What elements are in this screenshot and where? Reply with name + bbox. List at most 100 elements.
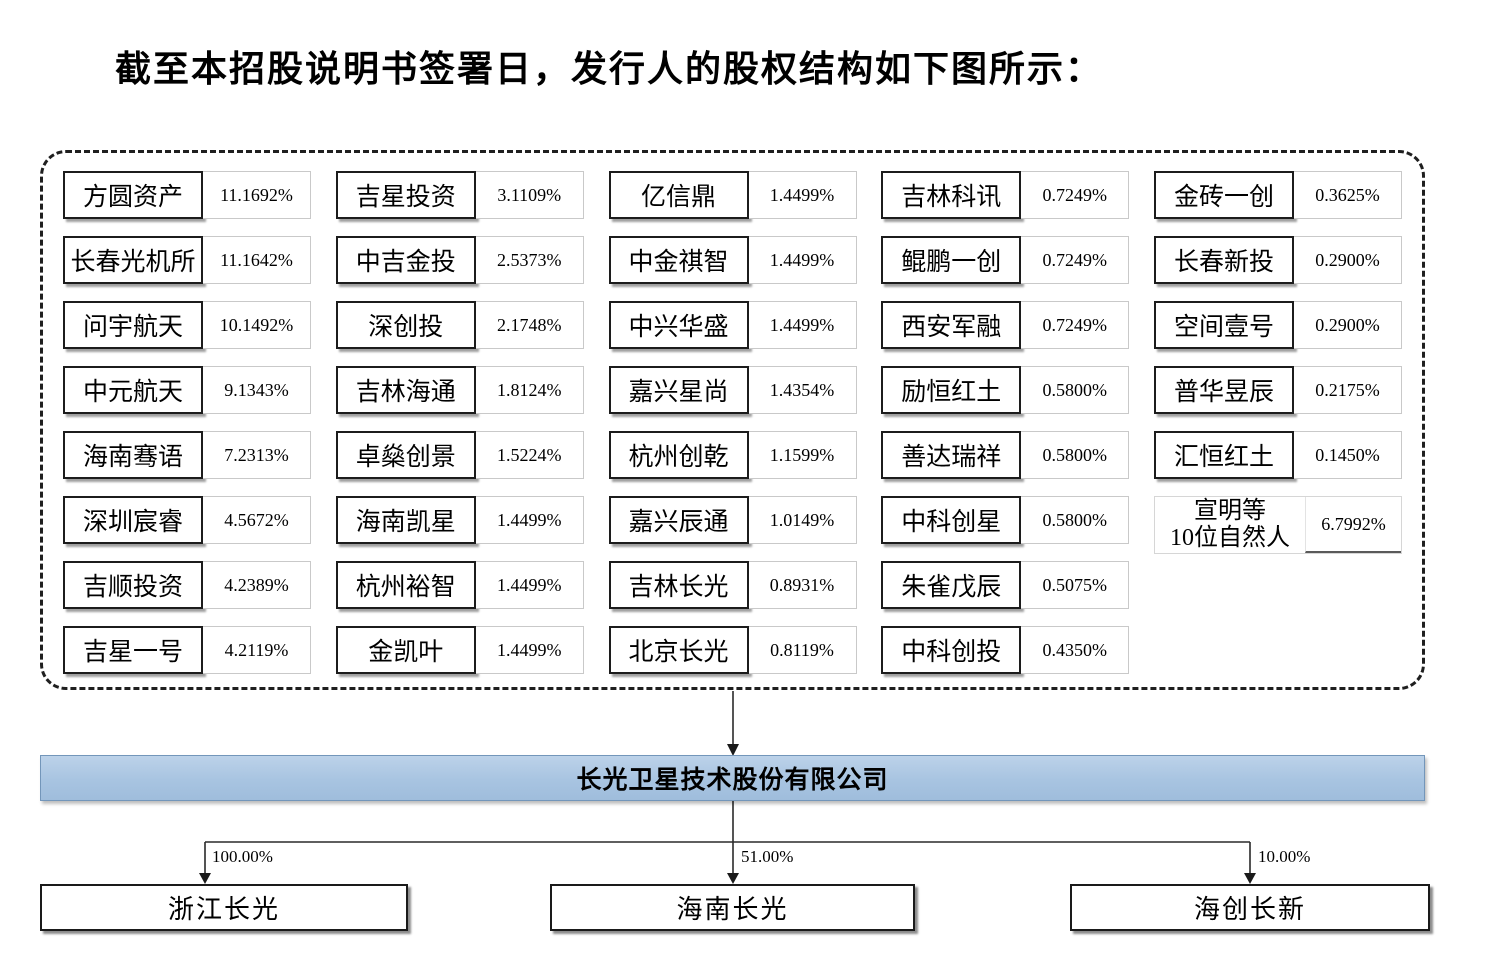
shareholder-pct: 1.4499%	[748, 301, 857, 349]
shareholder-name: 嘉兴星尚	[608, 366, 749, 414]
shareholder-pct: 1.4499%	[748, 171, 857, 219]
shareholder-name: 北京长光	[608, 626, 749, 674]
shareholder-pct: 4.2119%	[203, 626, 311, 674]
shareholder-pct: 9.1343%	[203, 366, 311, 414]
shareholder-name: 亿信鼎	[608, 171, 749, 219]
shareholder-pct: 2.5373%	[475, 236, 584, 284]
shareholder-pct: 1.0149%	[748, 496, 857, 544]
shareholder-pct: 4.5672%	[203, 496, 311, 544]
shareholder-name: 中金祺智	[608, 236, 749, 284]
shareholder-name: 杭州创乾	[608, 431, 749, 479]
shareholder-name: 中元航天	[63, 366, 203, 414]
subsidiary-box: 海创长新	[1070, 884, 1430, 931]
shareholder-pct: 1.4354%	[748, 366, 857, 414]
ownership-pct-label: 51.00%	[741, 847, 794, 866]
shareholder-name: 嘉兴辰通	[608, 496, 749, 544]
shareholder-pct: 1.8124%	[475, 366, 584, 414]
shareholder-pct: 0.1450%	[1294, 431, 1402, 479]
shareholder-pct: 0.5075%	[1021, 561, 1130, 609]
shareholder-name: 吉林长光	[608, 561, 749, 609]
shareholder-name: 海南骞语	[63, 431, 203, 479]
shareholder-pct: 7.2313%	[203, 431, 311, 479]
shareholder-name: 西安军融	[881, 301, 1022, 349]
shareholder-name: 金砖一创	[1154, 171, 1294, 219]
shareholder-pct: 0.5800%	[1021, 496, 1130, 544]
shareholder-pct: 1.1599%	[748, 431, 857, 479]
shareholder-pct: 0.7249%	[1021, 171, 1130, 219]
shareholder-pct: 0.7249%	[1021, 301, 1130, 349]
shareholder-name: 问宇航天	[63, 301, 203, 349]
shareholder-pct: 1.4499%	[748, 236, 857, 284]
shareholder-pct: 0.2900%	[1294, 236, 1402, 284]
shareholder-name-line2: 10位自然人	[1170, 525, 1290, 551]
ownership-pct-label: 10.00%	[1258, 847, 1311, 866]
shareholder-name: 长春新投	[1154, 236, 1294, 284]
shareholder-name: 空间壹号	[1154, 301, 1294, 349]
shareholder-name: 朱雀戊辰	[881, 561, 1022, 609]
shareholder-name: 汇恒红土	[1154, 431, 1294, 479]
shareholder-name: 普华昱辰	[1154, 366, 1294, 414]
shareholder-pct: 11.1692%	[203, 171, 311, 219]
subsidiary-box: 海南长光	[550, 884, 915, 931]
shareholder-pct: 6.7992%	[1305, 497, 1401, 553]
shareholder-name: 中科创星	[881, 496, 1022, 544]
shareholder-pct: 0.7249%	[1021, 236, 1130, 284]
shareholder-pct: 1.5224%	[475, 431, 584, 479]
shareholder-name: 杭州裕智	[335, 561, 476, 609]
shareholder-name: 中兴华盛	[608, 301, 749, 349]
shareholder-name: 吉林海通	[335, 366, 476, 414]
shareholder-pct: 4.2389%	[203, 561, 311, 609]
shareholder-name: 吉顺投资	[63, 561, 203, 609]
shareholder-name: 海南凯星	[335, 496, 476, 544]
shareholder-name: 卓燊创景	[335, 431, 476, 479]
shareholder-name: 吉星投资	[335, 171, 476, 219]
issuer-company-bar: 长光卫星技术股份有限公司	[40, 755, 1425, 801]
shareholder-pct: 0.4350%	[1021, 626, 1130, 674]
shareholder-pct: 11.1642%	[203, 236, 311, 284]
shareholder-name: 深创投	[335, 301, 476, 349]
shareholder-name: 吉林科讯	[881, 171, 1022, 219]
shareholder-name: 中吉金投	[335, 236, 476, 284]
shareholder-pct: 0.3625%	[1294, 171, 1402, 219]
shareholder-pct: 0.5800%	[1021, 366, 1130, 414]
shareholder-pct: 0.2900%	[1294, 301, 1402, 349]
shareholder-pct: 0.8119%	[748, 626, 857, 674]
shareholder-name: 鲲鹏一创	[881, 236, 1022, 284]
shareholder-pct: 1.4499%	[475, 561, 584, 609]
